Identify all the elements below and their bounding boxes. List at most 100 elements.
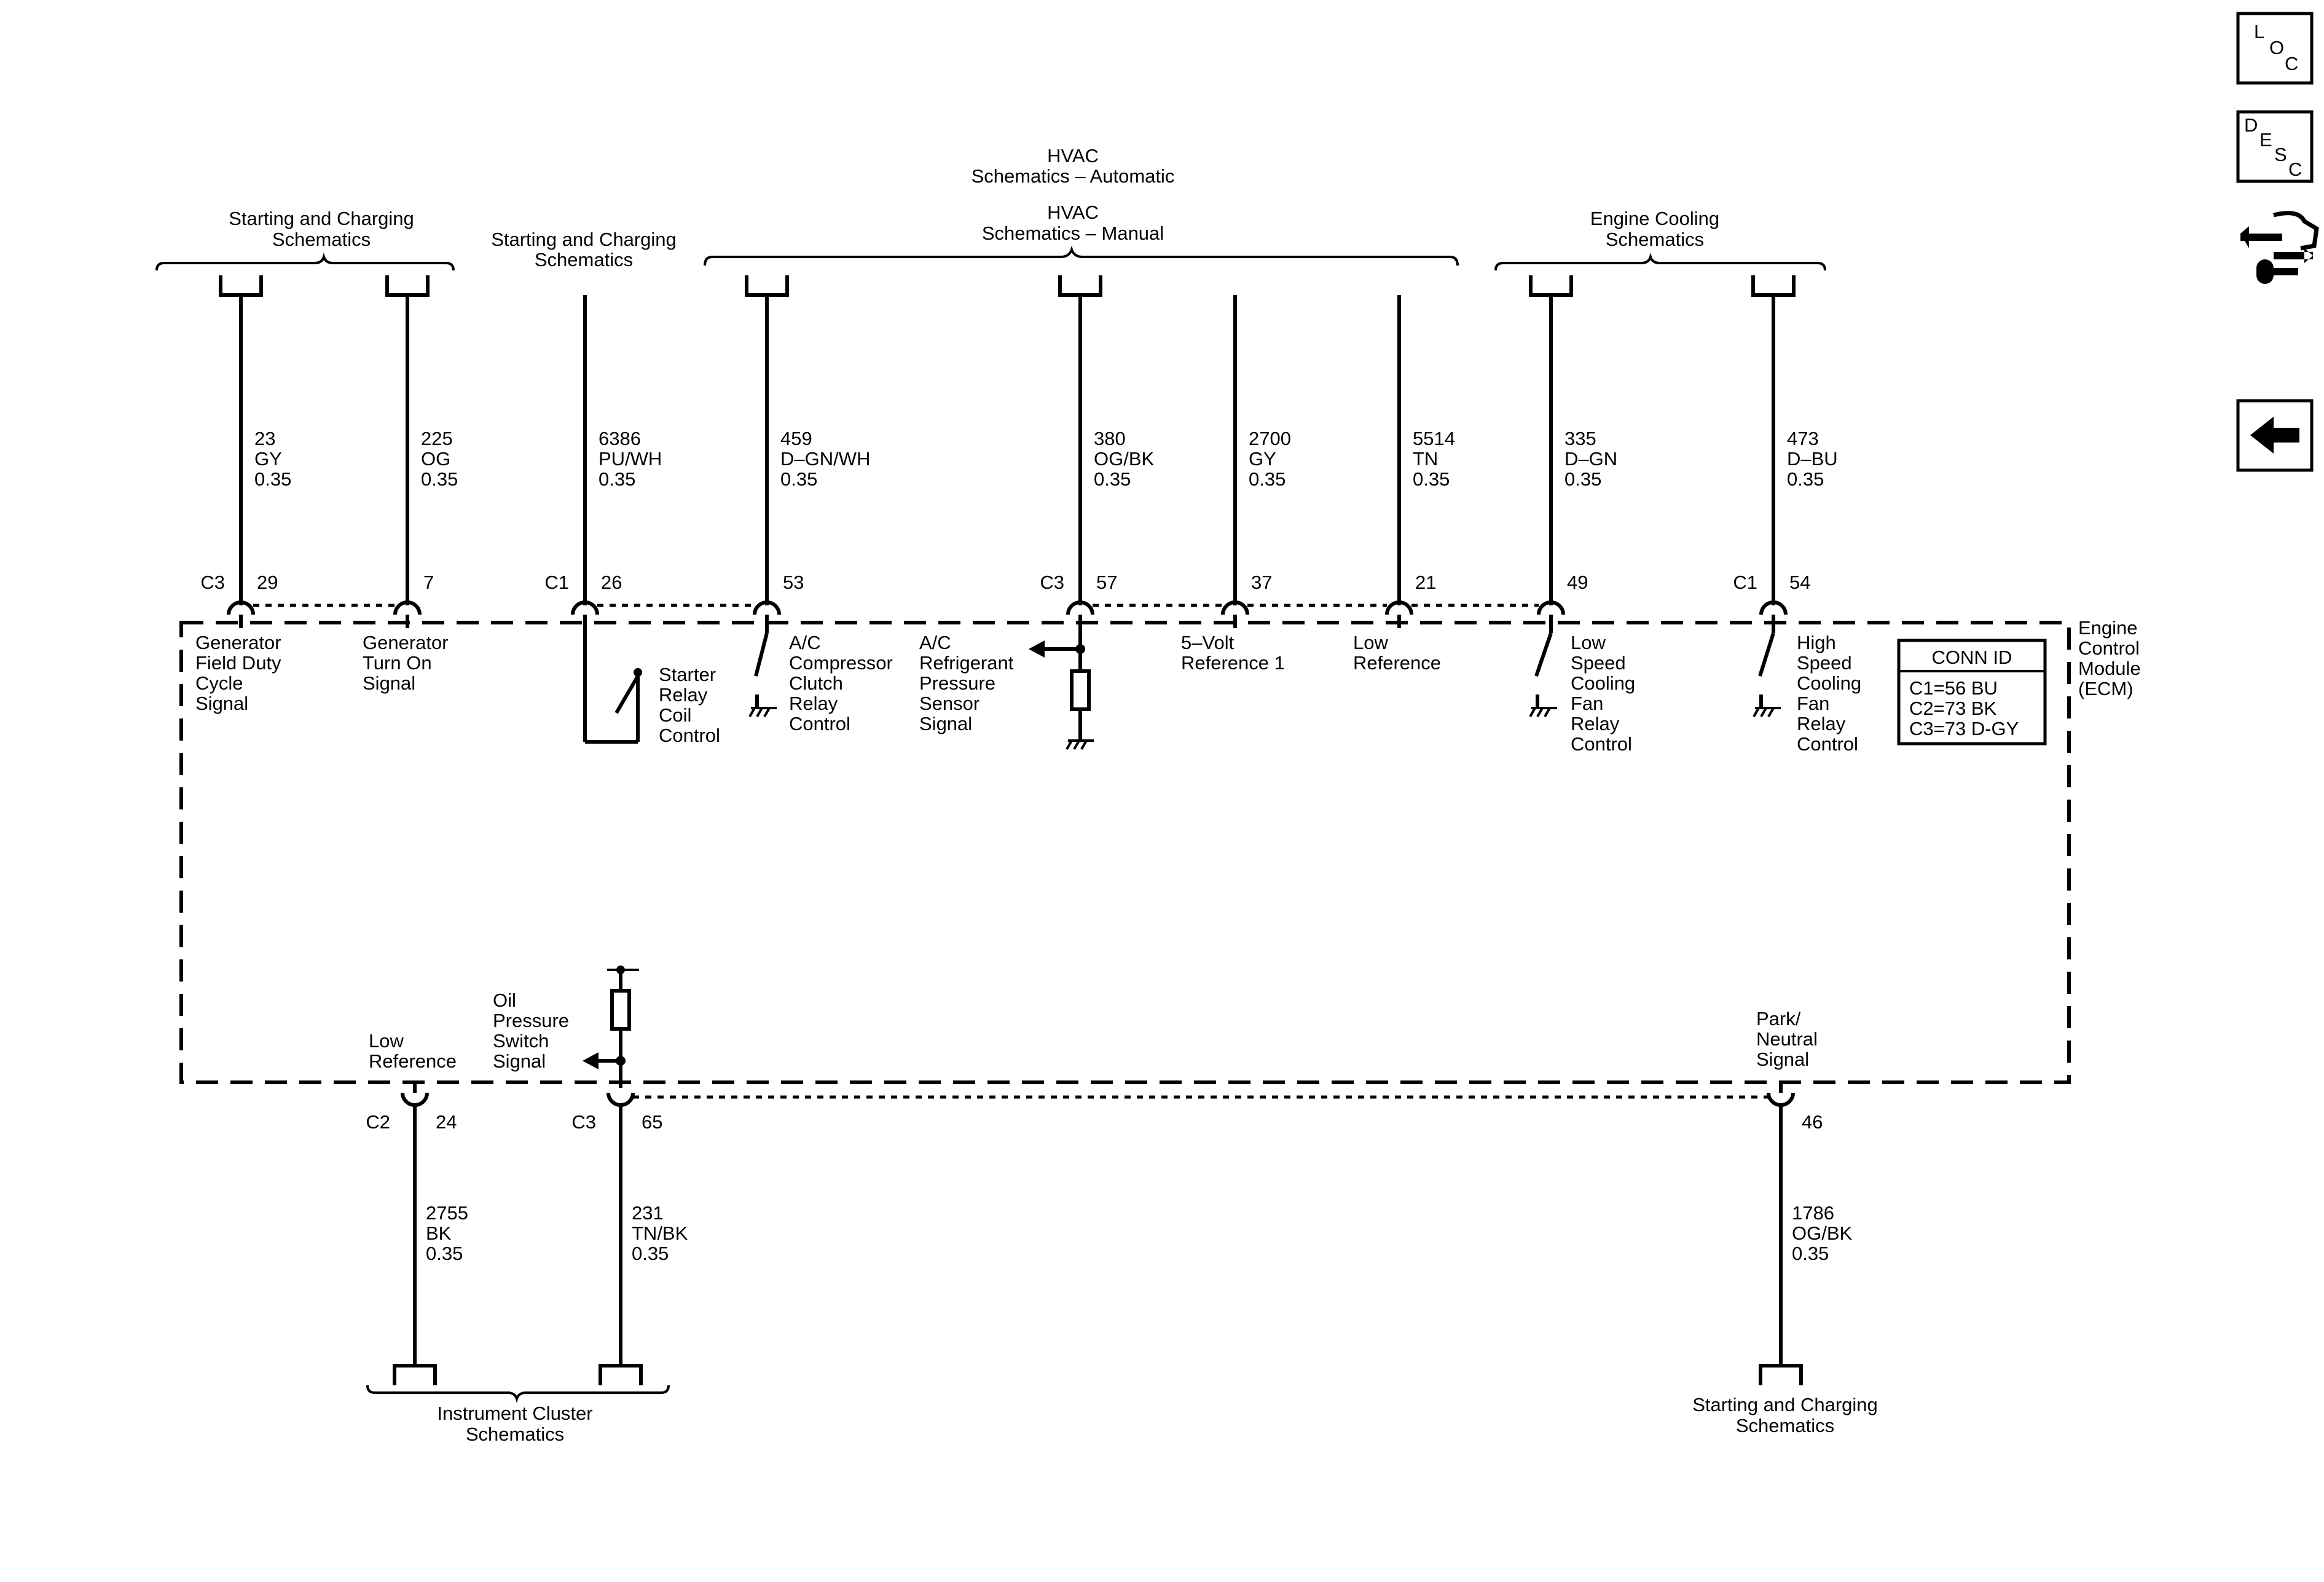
pin-function-label: Compressor — [789, 652, 893, 674]
oil-pressure-node — [616, 1056, 626, 1066]
destination-label[interactable]: Starting and Charging — [229, 208, 414, 229]
pin-function-label: Speed — [1571, 652, 1626, 674]
pin-function-label: Cooling — [1571, 672, 1635, 694]
desc-button[interactable]: D E S C — [2239, 113, 2310, 180]
wire-circuit-number: 225 — [421, 428, 453, 449]
pin-function-label: High — [1797, 632, 1836, 653]
destination-label[interactable]: HVAC — [1047, 202, 1099, 223]
pin-function-label: Speed — [1797, 652, 1852, 674]
connector-id: C1 — [544, 572, 569, 593]
pin-number: 7 — [423, 572, 434, 593]
destination-label[interactable]: Schematics — [1736, 1415, 1834, 1436]
destination-label[interactable]: Schematics – Automatic — [972, 165, 1175, 187]
oil-pressure-arrow — [583, 1052, 599, 1069]
oil-pressure-input-circuit — [596, 969, 639, 1088]
bottom-wire-labels: 2755BK0.3524C2LowReference231TN/BK0.3565… — [366, 990, 1852, 1264]
loc-letter: L — [2254, 21, 2264, 42]
top-ecm-stubs — [239, 615, 1775, 633]
conn-id-row: C2=73 BK — [1909, 698, 1997, 719]
wire-gauge: 0.35 — [599, 468, 635, 490]
wire-gauge: 0.35 — [1792, 1243, 1829, 1264]
top-harness-connectors — [219, 275, 1796, 297]
wire-circuit-number: 459 — [780, 428, 812, 449]
pin-function-label: A/C — [919, 632, 951, 653]
destination-labels: Starting and Charging Schematics Startin… — [229, 145, 1878, 1445]
wire-circuit-number: 5514 — [1413, 428, 1455, 449]
wire-color: GY — [1249, 448, 1276, 470]
pin-function-label: Signal — [919, 713, 972, 734]
pin-function-label: Signal — [493, 1050, 546, 1072]
wire-gauge: 0.35 — [1249, 468, 1286, 490]
conn-id-row: C1=56 BU — [1909, 677, 1998, 699]
destination-label[interactable]: Schematics — [466, 1423, 564, 1445]
wire-color: D–BU — [1787, 448, 1838, 470]
destination-label[interactable]: Schematics – Manual — [982, 222, 1164, 244]
destination-label[interactable]: HVAC — [1047, 145, 1099, 167]
destination-label[interactable]: Schematics — [535, 249, 633, 270]
pin-function-label: Signal — [363, 672, 415, 694]
wire-gauge: 0.35 — [421, 468, 458, 490]
wire-circuit-number: 380 — [1094, 428, 1126, 449]
back-arrow-icon[interactable] — [2239, 402, 2310, 469]
conn-id-row: C3=73 D-GY — [1909, 718, 2019, 739]
brace-instrument-cluster — [366, 1385, 670, 1403]
pin-function-label: Switch — [493, 1030, 549, 1052]
loc-letter: C — [2285, 53, 2298, 74]
wire-color: BK — [426, 1222, 452, 1244]
pin-function-label: Control — [1797, 733, 1858, 755]
pin-function-label: Pressure — [919, 672, 995, 694]
pin-function-label: Relay — [1797, 713, 1846, 734]
pin-number: 65 — [642, 1111, 662, 1133]
oil-pressure-top-node — [616, 966, 625, 974]
conn-id-table: CONN ID C1=56 BU C2=73 BK C3=73 D-GY — [1909, 647, 2019, 739]
pin-function-label: Fan — [1797, 693, 1829, 714]
pin-function-label: Starter — [659, 664, 716, 685]
pin-function-label: Cooling — [1797, 672, 1861, 694]
pin-function-label: Refrigerant — [919, 652, 1014, 674]
high-speed-fan-driver — [1753, 632, 1781, 717]
pin-function-label: Park/ — [1756, 1008, 1801, 1029]
wire-gauge: 0.35 — [632, 1243, 669, 1264]
wire-color: D–GN/WH — [780, 448, 870, 470]
connector-wrench-icon[interactable] — [2240, 211, 2319, 284]
destination-label[interactable]: Starting and Charging — [491, 229, 677, 250]
wire-gauge: 0.35 — [1413, 468, 1450, 490]
ac-pressure-node — [1075, 644, 1085, 654]
ecm-label-line: Engine — [2078, 617, 2138, 639]
pin-function-label: Fan — [1571, 693, 1603, 714]
pin-function-label: Relay — [789, 693, 838, 714]
destination-label[interactable]: Engine Cooling — [1590, 208, 1719, 229]
pin-number: 21 — [1415, 572, 1436, 593]
destination-label[interactable]: Instrument Cluster — [437, 1403, 592, 1424]
bottom-harness-connectors — [393, 1364, 1803, 1385]
wire-gauge: 0.35 — [1094, 468, 1131, 490]
wire-color: TN — [1413, 448, 1438, 470]
starter-relay-switch — [583, 615, 640, 744]
ecm-label-line: Control — [2078, 637, 2140, 659]
destination-label[interactable]: Schematics — [272, 229, 371, 250]
wire-color: OG — [421, 448, 450, 470]
loc-button[interactable]: L O C — [2239, 15, 2310, 82]
pin-function-label: Relay — [659, 684, 708, 706]
ecm-boundary — [179, 621, 2071, 1084]
pin-function-label: Generator — [363, 632, 449, 653]
pin-function-label: Reference — [1353, 652, 1441, 674]
pin-function-label: A/C — [789, 632, 821, 653]
pin-number: 24 — [436, 1111, 457, 1133]
loc-button-frame — [2236, 12, 2314, 85]
top-pin-arcs — [227, 600, 1788, 615]
pin-function-label: Control — [659, 725, 720, 746]
desc-button-frame — [2236, 110, 2314, 183]
pin-function-label: Control — [1571, 733, 1632, 755]
destination-label[interactable]: Schematics — [1606, 229, 1704, 250]
connector-id: C3 — [571, 1111, 596, 1133]
brace-hvac — [704, 245, 1459, 266]
wire-circuit-number: 231 — [632, 1202, 664, 1224]
pin-number: 37 — [1251, 572, 1272, 593]
pin-function-label: Sensor — [919, 693, 979, 714]
pin-function-label: Coil — [659, 704, 691, 726]
wire-color: OG/BK — [1094, 448, 1155, 470]
pin-function-label: Reference 1 — [1181, 652, 1285, 674]
destination-label[interactable]: Starting and Charging — [1692, 1394, 1878, 1415]
